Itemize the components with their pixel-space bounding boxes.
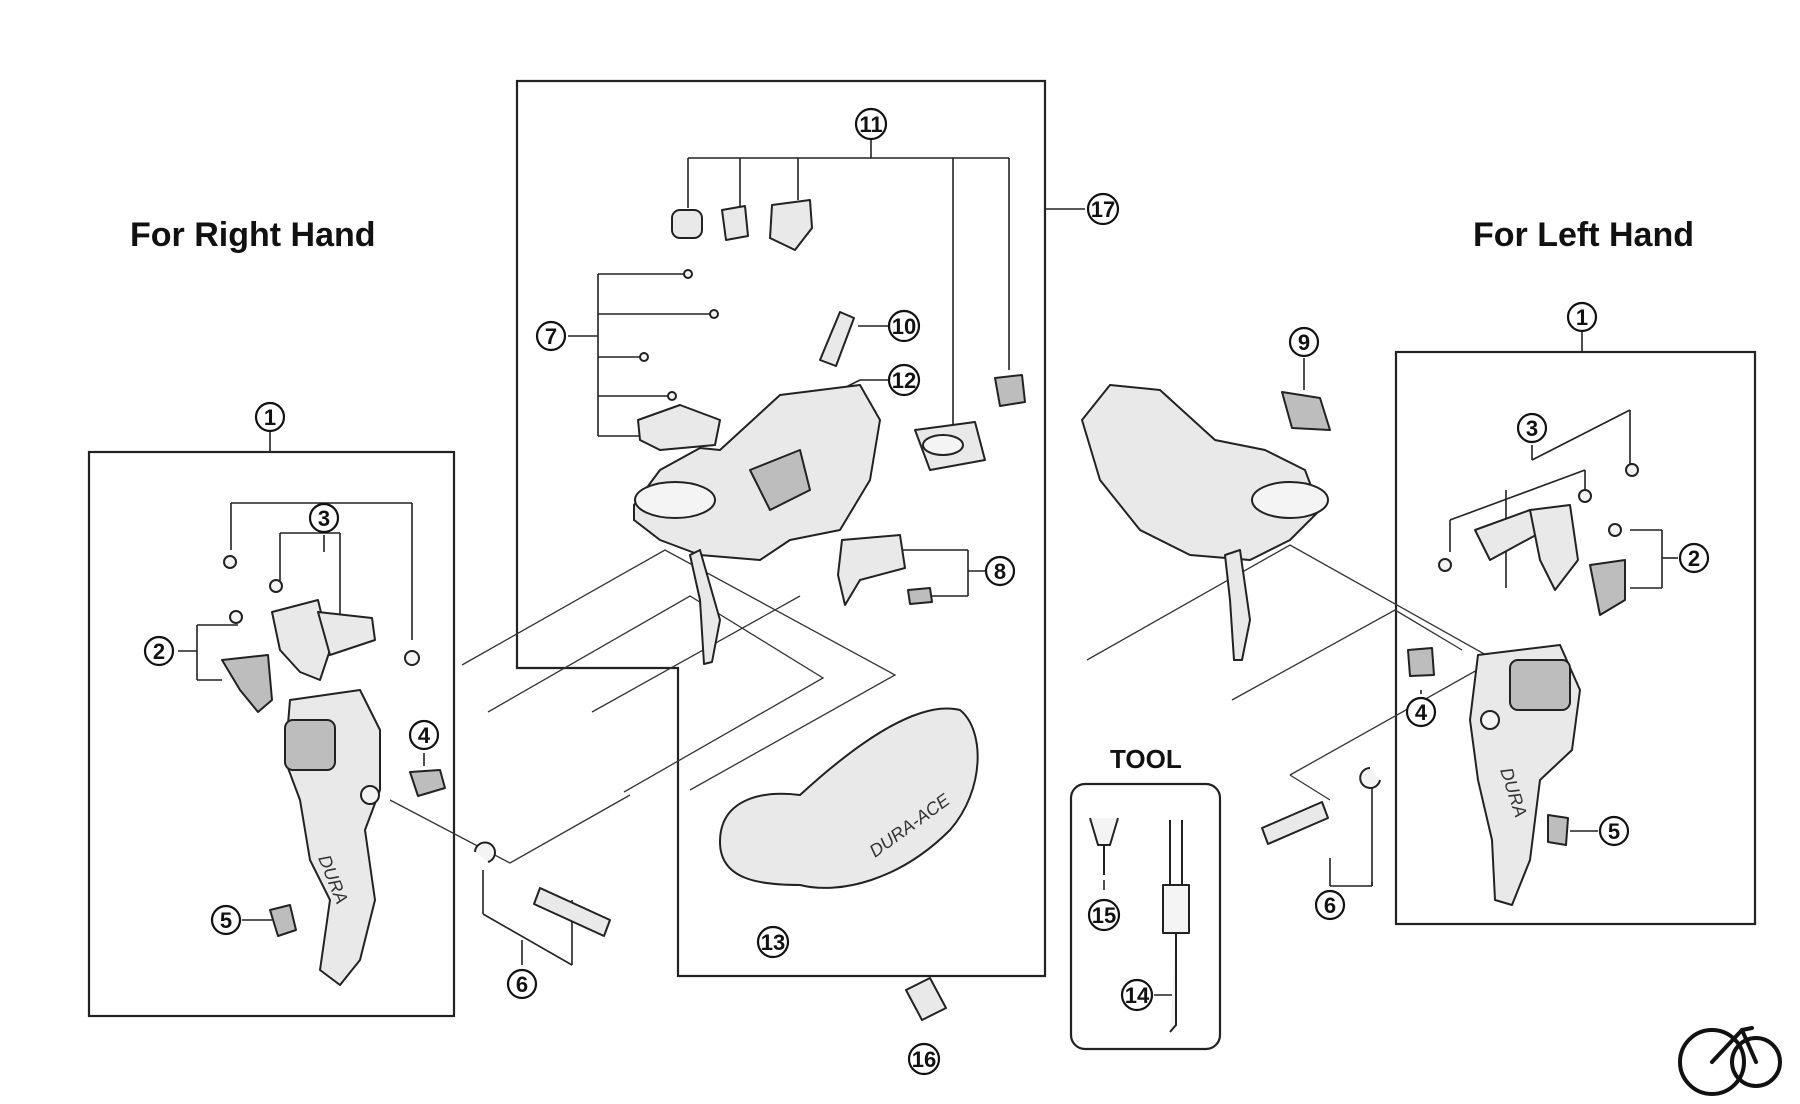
callout-17: 17 xyxy=(1086,192,1120,226)
callout-13: 13 xyxy=(756,925,790,959)
part-11-cluster xyxy=(671,199,1026,471)
callout-6-right: 6 xyxy=(506,968,538,1000)
right-cover-plates xyxy=(221,555,420,713)
callout-10: 10 xyxy=(887,309,921,343)
svg-text:1: 1 xyxy=(264,405,276,430)
left-cover-plates xyxy=(1438,463,1639,616)
callout-15: 15 xyxy=(1087,898,1121,932)
left-hand-frame xyxy=(1394,350,1757,926)
svg-text:12: 12 xyxy=(892,368,916,393)
part-16 xyxy=(905,977,947,1021)
part-8 xyxy=(837,534,933,606)
heading-left-hand: For Left Hand xyxy=(1473,216,1694,254)
callout-14: 14 xyxy=(1120,978,1154,1012)
part-9 xyxy=(1281,391,1331,431)
svg-text:15: 15 xyxy=(1092,903,1116,928)
svg-text:17: 17 xyxy=(1091,197,1115,222)
right-pin-and-clip xyxy=(474,841,611,937)
hood-part-13: DURA-ACE xyxy=(719,707,979,889)
svg-text:8: 8 xyxy=(994,559,1006,584)
svg-text:5: 5 xyxy=(220,908,232,933)
callout-8: 8 xyxy=(984,555,1016,587)
svg-text:5: 5 xyxy=(1608,819,1620,844)
callout-2-left: 2 xyxy=(1678,542,1710,574)
callout-4-left: 4 xyxy=(1405,696,1437,728)
callout-3-right: 3 xyxy=(308,502,340,534)
left-pin-and-clip xyxy=(1261,767,1381,845)
callout-3-left: 3 xyxy=(1516,412,1548,444)
projection-guides xyxy=(389,544,1497,864)
right-lever-body: DURA xyxy=(284,689,381,986)
svg-text:10: 10 xyxy=(892,314,916,339)
svg-text:9: 9 xyxy=(1298,330,1310,355)
svg-text:3: 3 xyxy=(1526,416,1538,441)
svg-text:2: 2 xyxy=(1688,546,1700,571)
svg-text:3: 3 xyxy=(318,506,330,531)
heading-right-hand: For Right Hand xyxy=(130,216,376,254)
main-assembly-frame xyxy=(515,79,1047,978)
callout-1-left: 1 xyxy=(1566,301,1598,333)
left-bracket-body xyxy=(1081,384,1329,661)
tool-parts xyxy=(1089,817,1190,1033)
callout-11: 11 xyxy=(854,107,888,141)
tool-frame xyxy=(1069,782,1222,1051)
callout-12: 12 xyxy=(887,363,921,397)
callout-5-right: 5 xyxy=(210,904,242,936)
svg-text:16: 16 xyxy=(912,1047,936,1072)
svg-text:2: 2 xyxy=(153,639,165,664)
callout-6-left: 6 xyxy=(1314,889,1346,921)
callout-2-right: 2 xyxy=(143,635,175,667)
callout-7: 7 xyxy=(535,320,567,352)
svg-text:14: 14 xyxy=(1125,983,1150,1008)
bicycle-icon xyxy=(1678,1026,1782,1096)
part-10 xyxy=(819,311,855,367)
svg-text:11: 11 xyxy=(859,112,882,137)
svg-text:7: 7 xyxy=(545,324,557,349)
svg-text:4: 4 xyxy=(1415,700,1428,725)
callout-9: 9 xyxy=(1288,326,1320,358)
right-small-parts xyxy=(269,769,446,937)
svg-text:6: 6 xyxy=(516,972,528,997)
main-bracket-body xyxy=(633,384,881,665)
callout-1-right: 1 xyxy=(254,401,286,433)
callout-4-right: 4 xyxy=(408,719,440,751)
callout-5-left: 5 xyxy=(1598,815,1630,847)
left-small-parts xyxy=(1407,647,1569,846)
svg-text:4: 4 xyxy=(418,723,431,748)
callout-16: 16 xyxy=(907,1042,941,1076)
right-hand-frame xyxy=(87,450,456,1018)
left-lever-body: DURA xyxy=(1469,644,1581,906)
heading-tool: TOOL xyxy=(1110,744,1182,774)
svg-text:6: 6 xyxy=(1324,893,1336,918)
svg-text:1: 1 xyxy=(1576,305,1588,330)
svg-text:13: 13 xyxy=(761,930,785,955)
top-cap xyxy=(637,269,721,451)
